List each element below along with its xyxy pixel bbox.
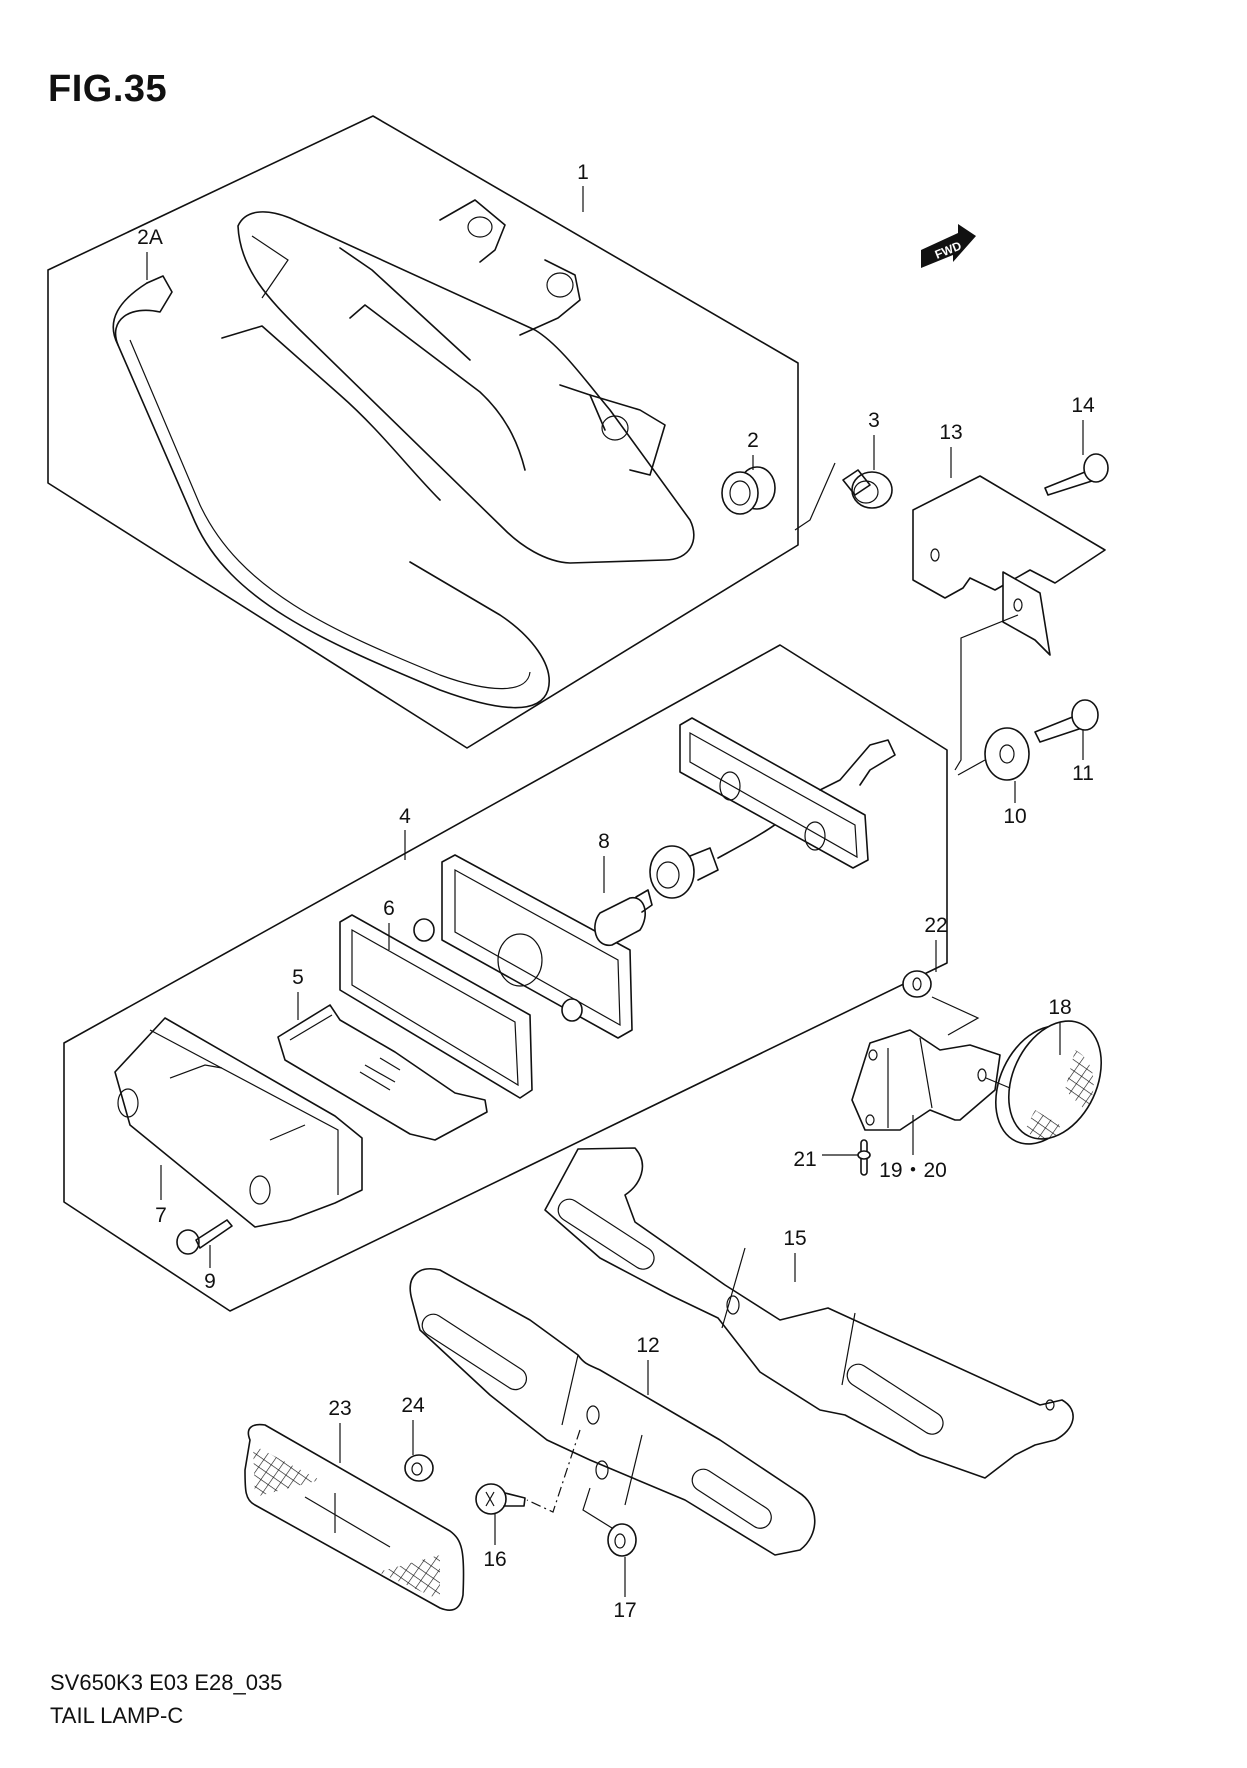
- callout-19-20: 19・20: [879, 1159, 947, 1182]
- part-24-nut[interactable]: [404, 1454, 434, 1482]
- part-23-reflector[interactable]: [244, 1423, 465, 1611]
- callout-24: 24: [401, 1394, 425, 1417]
- part-8-bulb[interactable]: [594, 889, 653, 946]
- part-18-reflector[interactable]: [978, 1006, 1120, 1159]
- part-16-bolt[interactable]: [475, 1483, 526, 1515]
- figure-title: FIG.35: [48, 68, 168, 110]
- fwd-direction-badge: FWD: [921, 224, 976, 268]
- part-17-nut[interactable]: [607, 1523, 637, 1557]
- part-12-bracket[interactable]: [409, 1268, 816, 1556]
- callout-17: 17: [613, 1599, 636, 1622]
- callout-22: 22: [924, 914, 947, 937]
- leader-16-dash: [526, 1429, 581, 1513]
- callout-11: 11: [1072, 762, 1094, 785]
- part-14-screw[interactable]: [1044, 453, 1109, 496]
- part-4-lamp-housing[interactable]: [413, 854, 633, 1039]
- tail-lamp-group-frame: [47, 115, 799, 749]
- callout-2a: 2A: [137, 226, 163, 249]
- part-19-20-reflector-bracket[interactable]: [851, 1029, 1001, 1131]
- part-2-grommet[interactable]: [721, 466, 776, 515]
- figure-name: TAIL LAMP-C: [50, 1703, 184, 1728]
- part-4-socket-wire[interactable]: [649, 717, 896, 899]
- part-9-screw[interactable]: [176, 1219, 233, 1255]
- callout-8: 8: [598, 830, 610, 853]
- part-21-rivet[interactable]: [857, 1139, 871, 1176]
- callout-23: 23: [328, 1397, 351, 1420]
- part-5-lens-cover[interactable]: [277, 1004, 488, 1141]
- callout-3: 3: [868, 409, 880, 432]
- license-lamp-group-frame: [63, 644, 948, 1312]
- callout-9: 9: [204, 1270, 216, 1293]
- callout-14: 14: [1071, 394, 1095, 417]
- callout-4: 4: [399, 805, 411, 828]
- part-13-bracket[interactable]: [912, 475, 1106, 656]
- part-10-washer[interactable]: [984, 727, 1030, 781]
- callout-21: 21: [793, 1148, 816, 1171]
- part-15-bracket[interactable]: [544, 1147, 1074, 1479]
- callout-7: 7: [155, 1204, 167, 1227]
- callout-18: 18: [1048, 996, 1071, 1019]
- leader-13-10: [954, 614, 1019, 771]
- callout-15: 15: [783, 1227, 806, 1250]
- callout-16: 16: [483, 1548, 506, 1571]
- leader-22-bracket: [931, 996, 980, 1036]
- leader-18-bracket: [985, 1077, 1011, 1089]
- callout-5: 5: [292, 966, 304, 989]
- part-11-screw[interactable]: [1034, 699, 1099, 743]
- fwd-label: FWD: [933, 238, 964, 261]
- part-1-tail-lamp[interactable]: [221, 199, 695, 564]
- callout-1: 1: [577, 161, 589, 184]
- callout-2: 2: [747, 429, 759, 452]
- part-3-bolt[interactable]: [842, 469, 893, 509]
- callout-12: 12: [636, 1334, 659, 1357]
- callout-6: 6: [383, 897, 395, 920]
- part-6-gasket[interactable]: [339, 914, 533, 1099]
- part-22-nut[interactable]: [902, 970, 932, 998]
- part-2a-gasket[interactable]: [112, 275, 550, 709]
- callout-13: 13: [939, 421, 962, 444]
- leader-3-assembly: [794, 462, 836, 531]
- figure-code: SV650K3 E03 E28_035: [50, 1670, 283, 1695]
- callout-10: 10: [1003, 805, 1026, 828]
- part-7-lens[interactable]: [114, 1017, 363, 1228]
- leader-10-lamp: [957, 759, 986, 776]
- leader-17-dash: [582, 1487, 613, 1529]
